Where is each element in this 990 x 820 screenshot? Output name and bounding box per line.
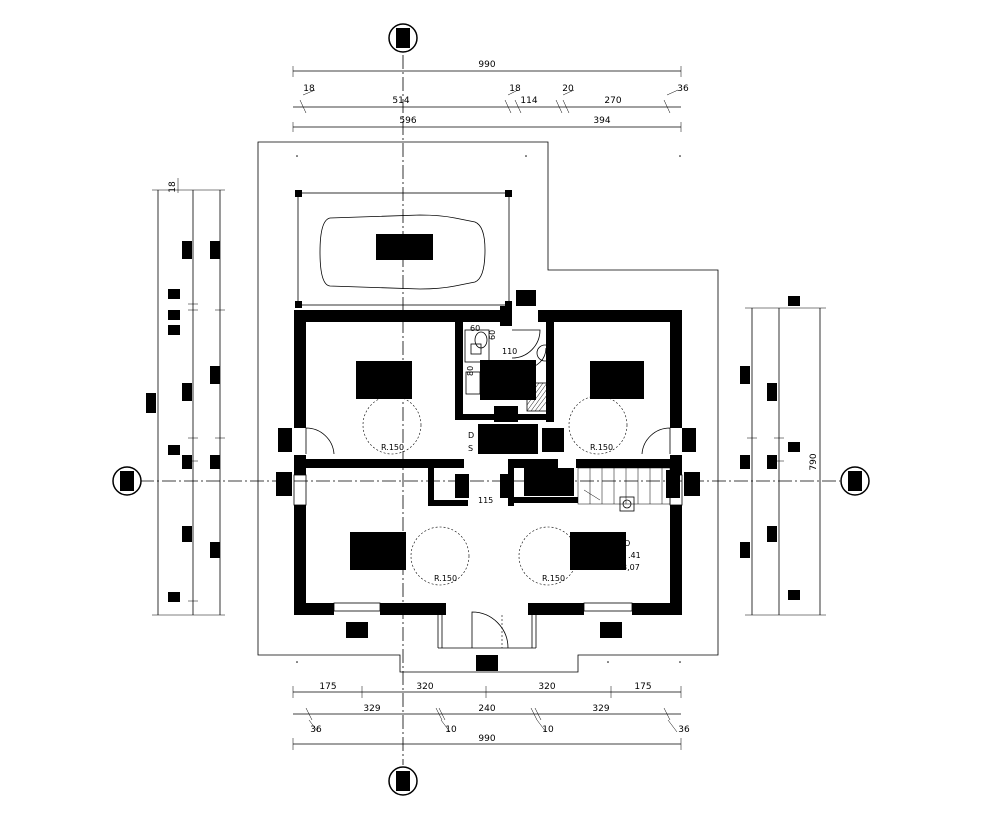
dim-bottom-240: 240 <box>478 704 495 714</box>
walls <box>294 306 682 615</box>
circle-r150-c: R.150 <box>434 574 457 583</box>
dim-bottom-10a: 10 <box>445 725 457 735</box>
dim-bottom-329b: 329 <box>592 704 609 714</box>
bathroom-label-block <box>480 360 536 400</box>
dim-top-270: 270 <box>604 96 621 106</box>
room-text-o: O <box>624 539 630 548</box>
right-axis-marker <box>840 466 870 496</box>
reference-ticks <box>296 155 681 663</box>
dim-top-514: 514 <box>392 96 409 106</box>
dim-bottom-175a: 175 <box>319 682 336 692</box>
bottom-dimension-chains: 175 320 320 175 329 240 329 36 10 10 36 … <box>292 682 690 750</box>
dim-top-20: 20 <box>562 84 574 94</box>
dim-top-114: 114 <box>520 96 537 106</box>
dim-top-394: 394 <box>593 116 610 126</box>
room-text-41: .41 <box>628 551 641 560</box>
bathroom-fixtures: 60 60 110 80 <box>464 324 554 422</box>
door-tag-s: S <box>468 444 473 453</box>
dim-bottom-320b: 320 <box>538 682 555 692</box>
dim-right-790: 790 <box>809 453 819 470</box>
site-outline <box>257 141 719 673</box>
circle-r150-a: R.150 <box>381 443 404 452</box>
room-labels: D S O .41 3,07 115 <box>350 361 644 572</box>
top-dimension-chains: 990 18 514 18 114 20 270 36 596 394 <box>292 60 689 132</box>
dim-top-18b: 18 <box>509 84 521 94</box>
dim-top-36: 36 <box>677 84 689 94</box>
circle-r150-b: R.150 <box>590 443 613 452</box>
dim-bottom-329a: 329 <box>363 704 380 714</box>
room-label-stair <box>524 468 574 496</box>
bath-dim-80: 80 <box>466 366 475 376</box>
room-label-kitchen <box>570 532 626 570</box>
carport <box>295 190 512 308</box>
car-label-block <box>376 234 433 260</box>
turning-circles: R.150 R.150 R.150 R.150 <box>362 395 628 586</box>
openings <box>276 290 700 671</box>
dim-top-18a: 18 <box>303 84 315 94</box>
bottom-axis-marker <box>388 766 418 796</box>
dim-left-18: 18 <box>168 181 178 193</box>
door-tag-d: D <box>468 431 474 440</box>
room-label-bedroom-nw <box>356 361 412 399</box>
dim-bottom-320a: 320 <box>416 682 433 692</box>
dim-bottom-175b: 175 <box>634 682 651 692</box>
bath-dim-60b: 60 <box>488 330 497 340</box>
dim-bottom-overall: 990 <box>478 734 495 744</box>
dim-bottom-36a: 36 <box>310 725 322 735</box>
bath-dim-60a: 60 <box>470 324 480 333</box>
dim-bottom-10b: 10 <box>542 725 554 735</box>
corridor-dim-115: 115 <box>478 496 493 505</box>
dim-top-596: 596 <box>399 116 416 126</box>
left-axis-marker <box>112 466 142 496</box>
room-text-307: 3,07 <box>622 563 640 572</box>
staircase <box>577 467 671 512</box>
dim-top-overall: 990 <box>478 60 495 70</box>
room-label-bedroom-ne <box>590 361 644 399</box>
bath-dim-110: 110 <box>502 347 517 356</box>
right-dimension-chains: 790 <box>740 296 826 616</box>
circle-r150-d: R.150 <box>542 574 565 583</box>
dim-bottom-36b: 36 <box>678 725 690 735</box>
room-label-living <box>350 532 406 570</box>
left-dimension-chains: 18 <box>146 178 225 616</box>
top-axis-marker <box>388 23 418 53</box>
room-label-hall <box>478 424 538 454</box>
